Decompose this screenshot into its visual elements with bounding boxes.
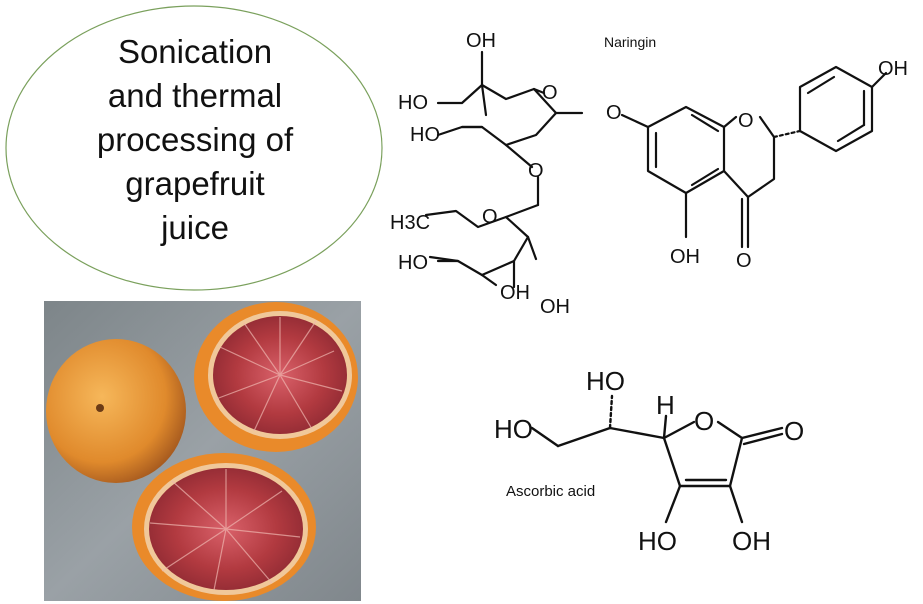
title-line-1: Sonication xyxy=(117,33,273,70)
ascorbic-ho-bottom: HO xyxy=(638,526,677,556)
naringin-ho-2: HO xyxy=(410,124,440,146)
naringin-o-ring2: O xyxy=(482,206,498,228)
naringin-o-ring1: O xyxy=(542,82,558,104)
naringin-label: Naringin xyxy=(604,34,656,50)
title-line-3: processing of xyxy=(96,121,294,158)
naringin-h3c: H3C xyxy=(390,212,430,234)
ascorbic-acid-label: Ascorbic acid xyxy=(506,483,595,500)
naringin-o-keto: O xyxy=(736,250,752,272)
naringin-oh-bottom3: OH xyxy=(670,246,700,268)
naringin-o-ring3: O xyxy=(738,110,754,132)
title-line-2: and thermal xyxy=(107,77,283,114)
naringin-structure: OH HO HO O O O H3C O HO OH OH O OH OH O … xyxy=(390,30,908,318)
naringin-oh-right: OH xyxy=(878,58,908,80)
naringin-ho-1: HO xyxy=(398,92,428,114)
ascorbic-o-ring: O xyxy=(694,406,714,436)
ascorbic-ho-top: HO xyxy=(586,366,625,396)
whole-grapefruit xyxy=(46,339,186,483)
ascorbic-ho-left: HO xyxy=(494,414,533,444)
title-line-4: grapefruit xyxy=(125,165,265,202)
grapefruit-photo xyxy=(44,301,361,601)
ascorbic-oh-bottom: OH xyxy=(732,526,771,556)
ascorbic-h: H xyxy=(656,390,675,420)
naringin-oh-bottom1: OH xyxy=(500,282,530,304)
naringin-o-link1: O xyxy=(606,102,622,124)
naringin-oh-top: OH xyxy=(466,30,496,52)
naringin-ho-3: HO xyxy=(398,252,428,274)
title-line-5: juice xyxy=(161,209,229,246)
ascorbic-acid-structure: HO HO H O O HO OH Ascorbic acid xyxy=(494,366,804,556)
naringin-o-link2: O xyxy=(528,160,544,182)
ascorbic-o-keto: O xyxy=(784,416,804,446)
title-text: Sonication and thermal processing of gra… xyxy=(54,30,336,250)
naringin-oh-bottom2: OH xyxy=(540,296,570,318)
title-ellipse xyxy=(5,5,383,291)
grapefruit-half-top xyxy=(194,302,358,452)
grapefruit-half-bottom xyxy=(132,453,316,601)
